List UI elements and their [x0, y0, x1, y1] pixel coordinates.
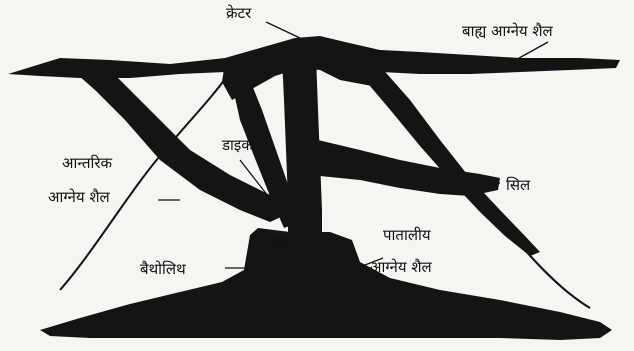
label-intrusive-rock-2: आग्नेय शैल	[48, 188, 111, 206]
sill	[318, 140, 500, 196]
label-intrusive-rock-1: आन्तरिक	[62, 154, 113, 172]
crater-leader	[266, 22, 300, 38]
label-magma: मैग्मा	[268, 234, 295, 252]
label-plutonic-rock-1: पातालीय	[383, 226, 431, 244]
label-crater: क्रेटर	[226, 4, 252, 22]
label-extrusive-rock: बाह्य आग्नेय शैल	[462, 22, 554, 40]
label-batholith: बैथोलिथ	[140, 260, 186, 278]
label-dyke: डाइक	[221, 136, 253, 154]
central-pipe	[282, 56, 322, 240]
label-sill: सिल	[506, 176, 531, 194]
label-plutonic-rock-2: आग्नेय शैल	[370, 258, 433, 276]
